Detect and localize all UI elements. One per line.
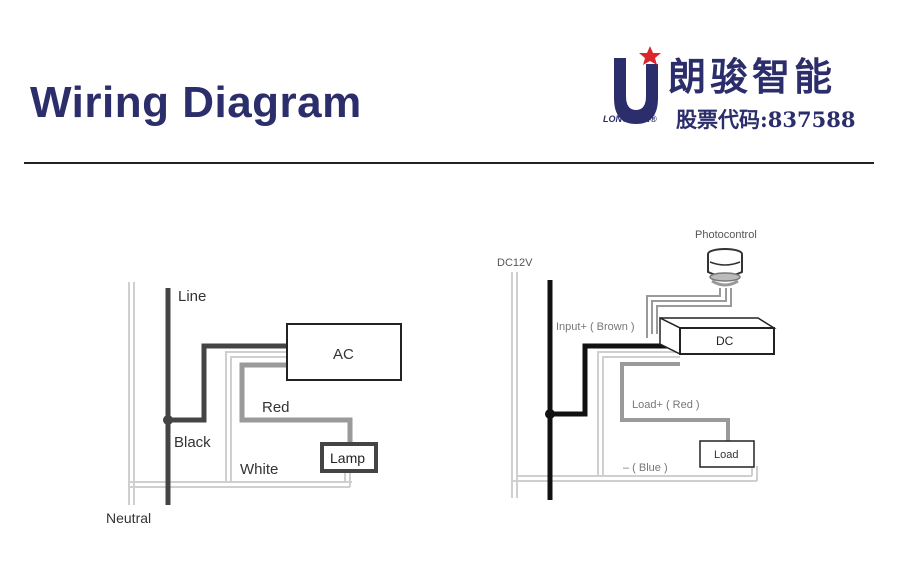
header-divider [24,162,874,164]
black-label: Black [174,434,211,451]
line-label: Line [178,288,206,305]
stock-code: 股票代码:837588 [676,107,856,132]
lamp-box-label: Lamp [330,450,365,466]
minus-blue-label: – ( Blue ) [623,462,668,474]
ac-box-label: AC [333,346,354,363]
photocontrol-label: Photocontrol [695,229,757,241]
input-plus-label: Input+ ( Brown ) [556,321,635,333]
brand-name-en: LONGJOIN® [603,114,657,124]
load-box-label: Load [714,449,738,461]
dc-box-label: DC [716,334,734,348]
longjoin-logo-icon [614,46,661,124]
red-label: Red [262,399,290,416]
page-title: Wiring Diagram [30,78,362,127]
dc12v-label: DC12V [497,257,533,269]
ac-diagram [128,282,402,505]
dc-diagram [511,248,777,500]
neutral-label: Neutral [106,510,151,526]
brand-name-cn: 朗骏智能 [668,54,837,99]
load-plus-label: Load+ ( Red ) [632,399,700,411]
white-label: White [240,461,278,478]
